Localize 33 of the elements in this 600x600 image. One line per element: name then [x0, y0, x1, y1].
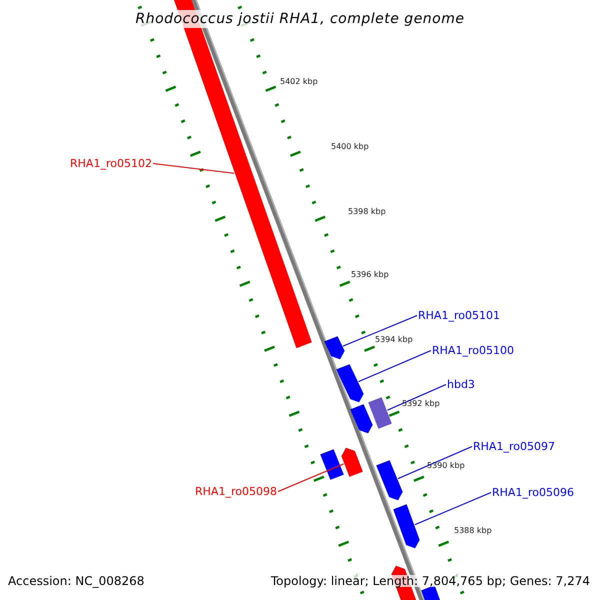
leader-line	[342, 315, 418, 347]
gene-feature	[350, 404, 373, 434]
gene-label: RHA1_ro05097	[473, 441, 555, 452]
gene-feature	[341, 448, 363, 477]
gene-label: RHA1_ro05101	[418, 310, 500, 321]
leader-line	[278, 463, 344, 492]
accession-text: Accession: NC_008268	[8, 575, 144, 587]
gene-label: RHA1_ro05096	[492, 487, 574, 498]
scale-label: 5400 kbp	[331, 143, 369, 151]
leader-line	[386, 384, 446, 411]
scale-label: 5388 kbp	[454, 527, 492, 535]
leader-line	[152, 163, 235, 174]
scale-label: 5398 kbp	[348, 208, 386, 216]
leader-line	[397, 446, 472, 480]
leader-line	[414, 492, 492, 526]
genome-summary: Topology: linear; Length: 7,804,765 bp; Genes: 7,274	[270, 575, 590, 587]
gene-label: RHA1_ro05098	[195, 486, 277, 497]
scale-label: 5394 kbp	[375, 336, 413, 344]
scale-label: 5396 kbp	[351, 271, 389, 279]
scale-label: 5390 kbp	[427, 462, 465, 470]
leader-line	[358, 350, 432, 382]
gene-label: hbd3	[447, 379, 475, 390]
scale-label: 5402 kbp	[280, 78, 318, 86]
gene-feature	[421, 585, 443, 600]
gene-feature	[368, 397, 392, 429]
gene-feature	[376, 460, 403, 500]
gene-feature	[336, 364, 364, 402]
gene-label: RHA1_ro05100	[432, 345, 514, 356]
scale-label: 5392 kbp	[402, 400, 440, 408]
gene-label: RHA1_ro05102	[70, 158, 152, 169]
gene-feature	[324, 336, 345, 360]
gene-feature	[393, 504, 420, 548]
gene-feature	[320, 449, 344, 480]
